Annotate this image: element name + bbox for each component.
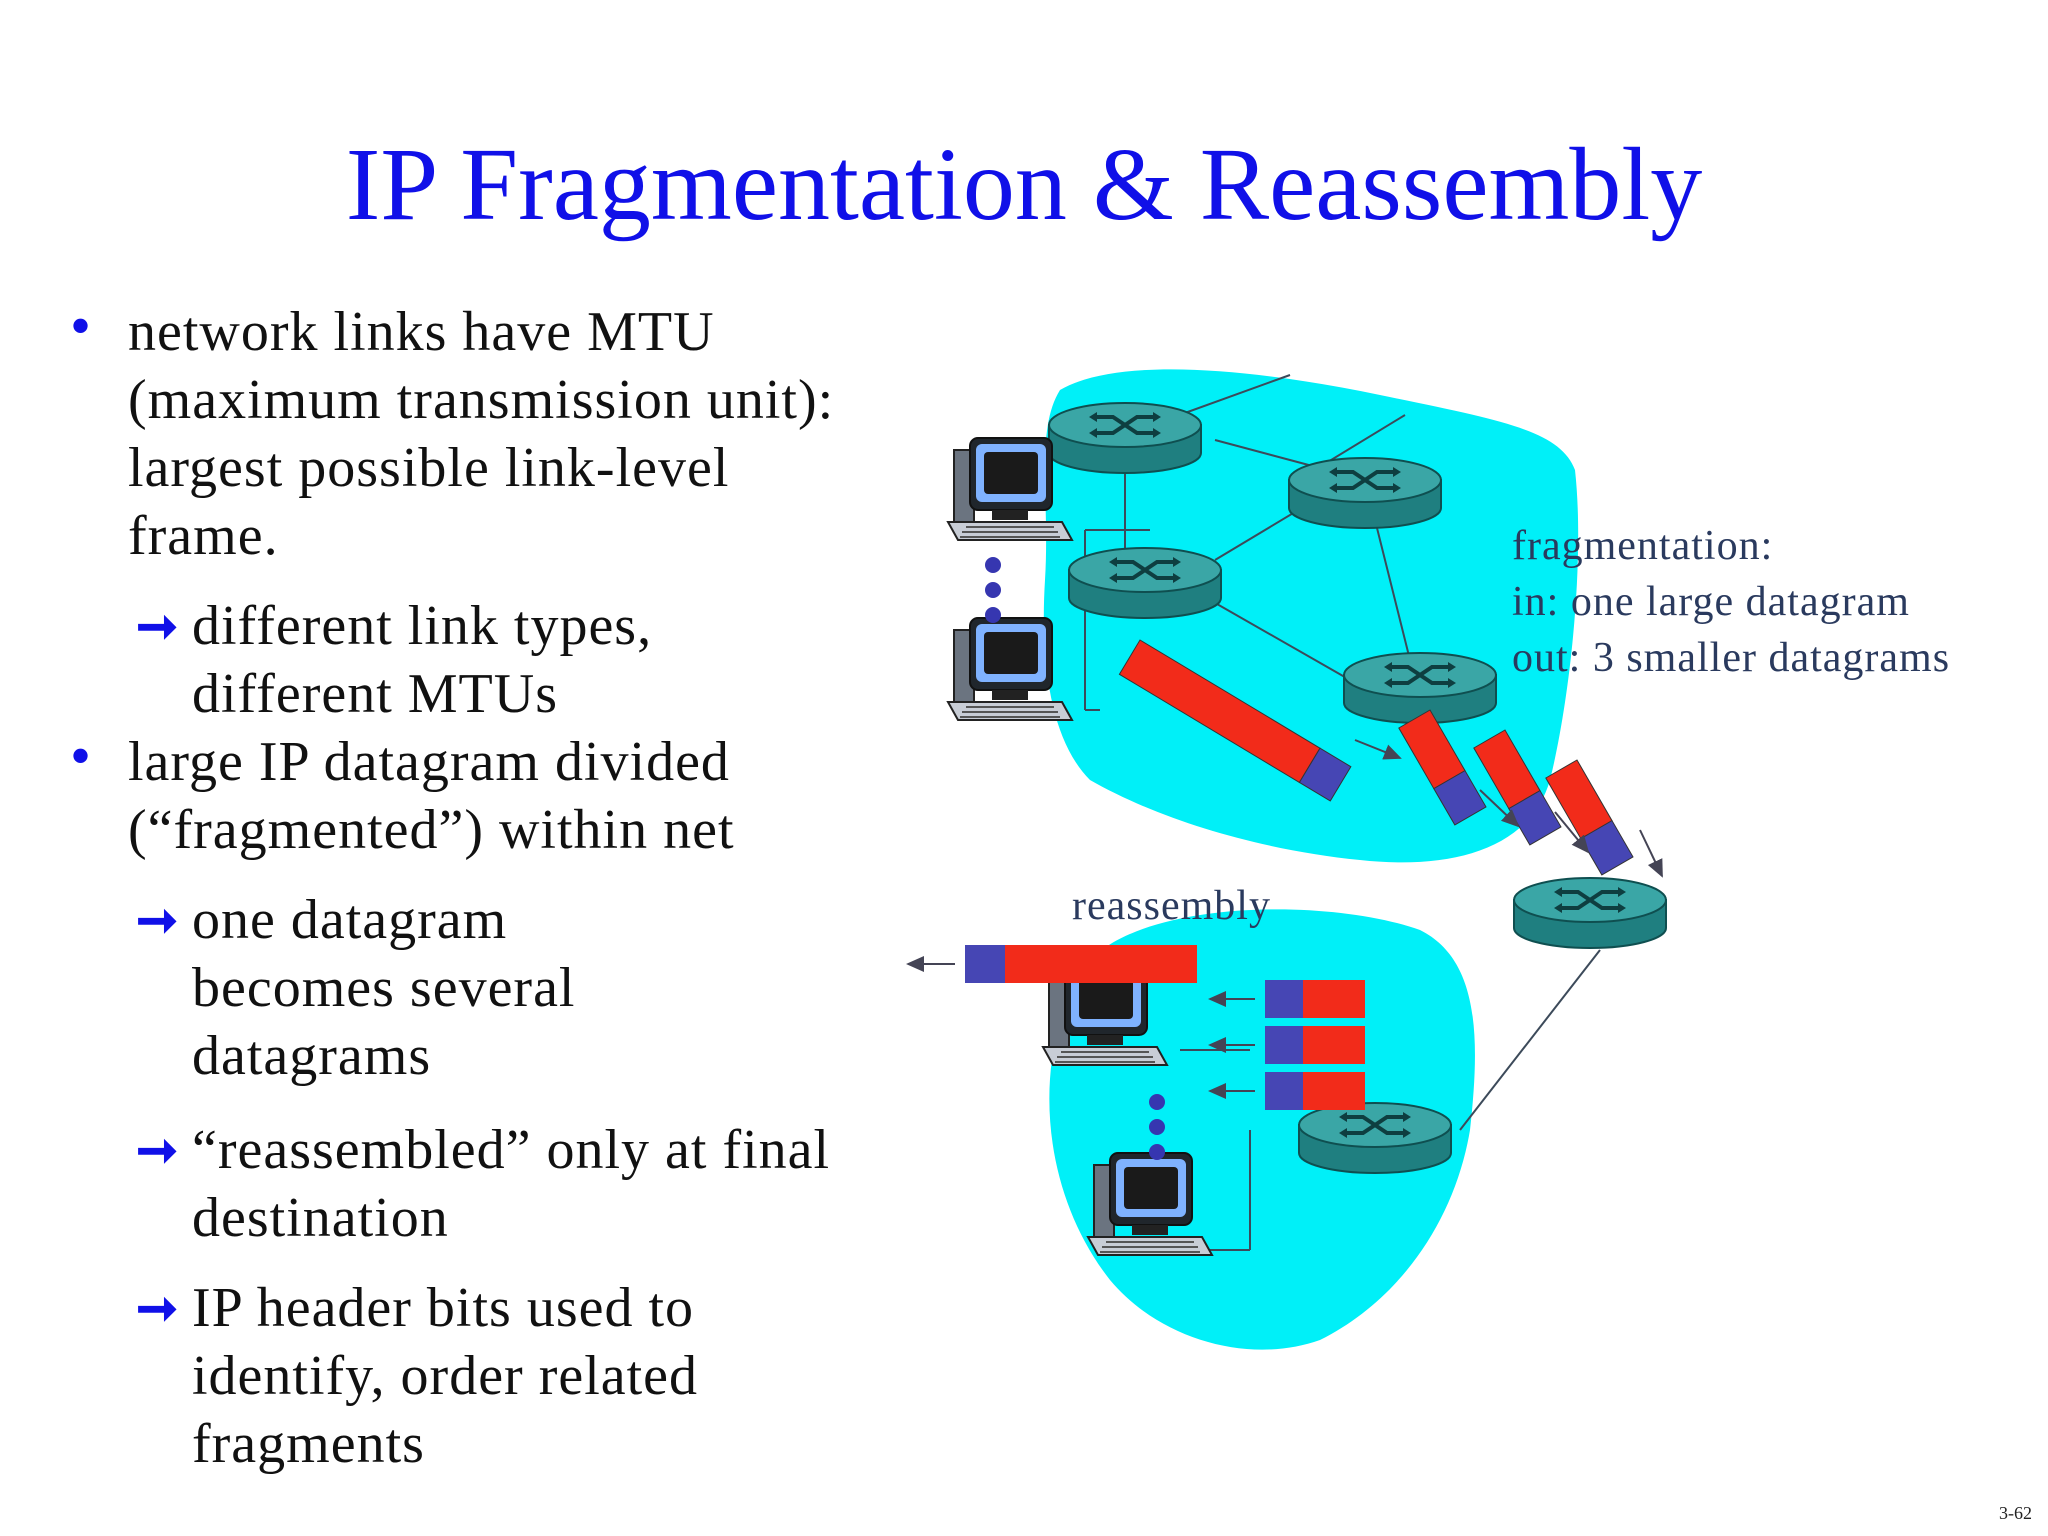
arrow-bullet-icon: ➞ — [136, 1122, 179, 1178]
bullet-line: datagrams — [192, 1025, 432, 1087]
subbullet-reassembled: ➞ “reassembled” only at final destinatio… — [70, 1116, 910, 1252]
fragmentation-label: fragmentation: in: one large datagram ou… — [1512, 518, 1950, 686]
bullet-line: IP header bits used to — [192, 1277, 695, 1339]
bullet-dot-icon: • — [70, 293, 93, 359]
router-icon — [1067, 546, 1223, 620]
bullet-line: different link types, — [192, 595, 653, 657]
direction-arrows — [1208, 991, 1255, 1099]
bullet-list: • network links have MTU (maximum transm… — [70, 293, 910, 1478]
bullet-fragmented: • large IP datagram divided (“fragmented… — [70, 723, 910, 864]
bullet-dot-icon: • — [70, 723, 93, 789]
arrow-bullet-icon: ➞ — [136, 598, 179, 654]
bullet-line: network links have MTU — [128, 301, 715, 363]
datagram-icon — [1118, 639, 1352, 802]
bullet-line: largest possible link-level — [128, 437, 730, 499]
router-icon — [1512, 876, 1668, 950]
fragmentation-label-line: out: 3 smaller datagrams — [1512, 635, 1951, 681]
bullet-line: frame. — [128, 505, 279, 567]
bullet-line: fragments — [192, 1413, 425, 1475]
bullet-line: one datagram — [192, 889, 508, 951]
bullet-line: different MTUs — [192, 663, 558, 725]
direction-arrow — [1354, 739, 1402, 760]
fragmentation-label-line: fragmentation: — [1512, 523, 1774, 569]
ellipsis-dots-icon — [985, 557, 1001, 623]
datagram-icon — [1398, 709, 1487, 826]
bullet-line: large IP datagram divided — [128, 731, 730, 793]
arrow-bullet-icon: ➞ — [136, 892, 179, 948]
router-icon — [1342, 651, 1498, 725]
router-icon — [1297, 1101, 1453, 1175]
bullet-line: (maximum transmission unit): — [128, 369, 835, 431]
subbullet-header-bits: ➞ IP header bits used to identify, order… — [70, 1274, 910, 1478]
page-title: IP Fragmentation & Reassembly — [345, 127, 1703, 242]
fragmentation-label-line: in: one large datagram — [1512, 579, 1910, 625]
arrow-bullet-icon: ➞ — [136, 1280, 179, 1336]
router-icon — [1287, 456, 1443, 530]
ellipsis-dots-icon — [1149, 1094, 1165, 1160]
router-icon — [1047, 401, 1203, 475]
subbullet-one-datagram: ➞ one datagram becomes several datagrams — [70, 886, 910, 1090]
direction-arrows — [1479, 789, 1663, 878]
subbullet-link-types: ➞ different link types, different MTUs — [70, 592, 910, 728]
bullet-line: (“fragmented”) within net — [128, 799, 735, 861]
reassembly-label: reassembly — [1072, 883, 1271, 929]
bullet-mtu: • network links have MTU (maximum transm… — [70, 293, 910, 570]
bullet-line: “reassembled” only at final — [192, 1119, 831, 1181]
datagram-icon — [1545, 759, 1634, 876]
datagram-icon — [965, 945, 1197, 983]
bullet-line: identify, order related — [192, 1345, 699, 1407]
fragment-stack — [1265, 980, 1365, 1110]
bullet-line: becomes several — [192, 957, 576, 1019]
slide-number: 3-62 — [1999, 1503, 2032, 1523]
bullet-line: destination — [192, 1187, 449, 1249]
